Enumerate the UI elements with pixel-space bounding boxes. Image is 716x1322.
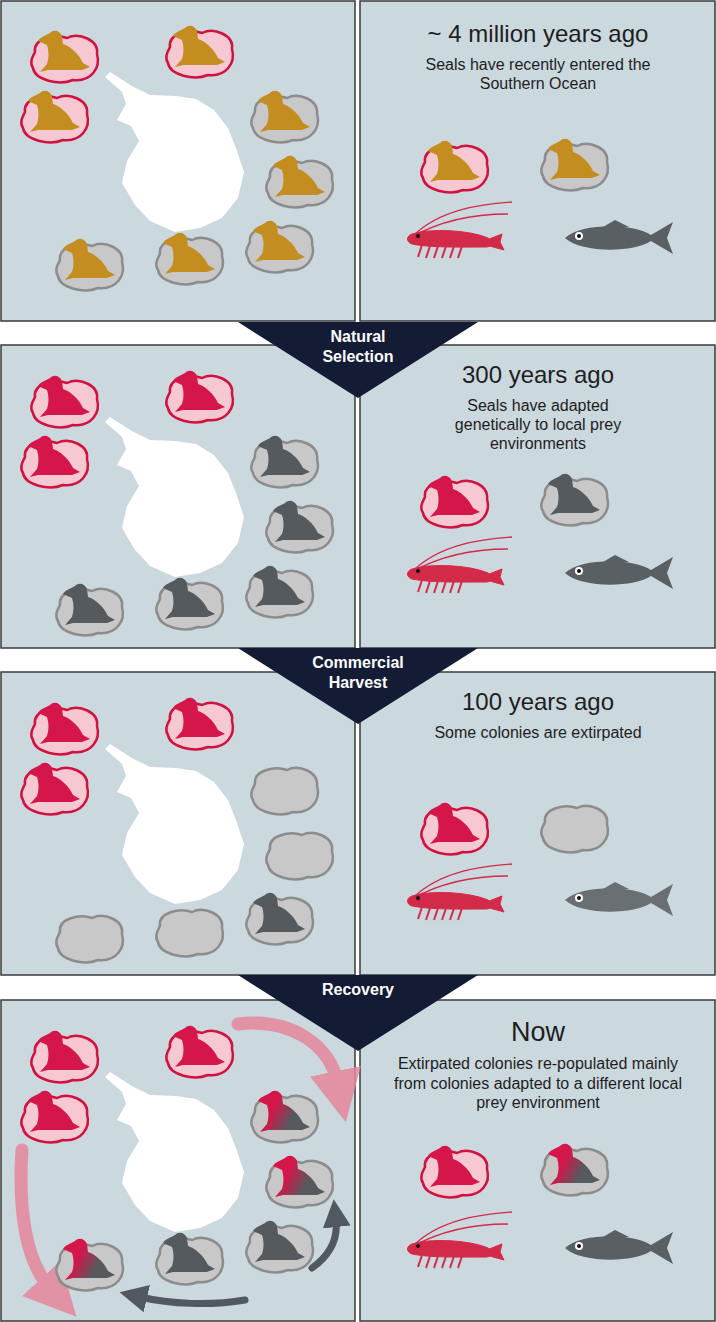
seal — [38, 376, 90, 417]
map-row4 — [21, 1023, 338, 1303]
seal — [428, 803, 480, 844]
map-row1 — [21, 26, 333, 290]
seal — [258, 436, 310, 477]
stage-label: Recovery — [293, 975, 423, 1000]
map-panel — [1, 672, 355, 975]
stage-panel: 100 years agoSome colonies are extirpate… — [360, 672, 716, 975]
seal — [173, 698, 225, 739]
seal — [173, 371, 225, 412]
seal — [173, 26, 225, 67]
fish — [565, 220, 673, 254]
seal — [28, 1091, 80, 1132]
seal — [163, 578, 215, 619]
seal — [253, 893, 305, 934]
seal — [428, 476, 480, 517]
mixed-seal — [273, 1156, 325, 1197]
prey-row1 — [408, 139, 674, 258]
krill — [408, 202, 513, 258]
antarctica — [105, 1072, 244, 1232]
seal — [63, 584, 115, 625]
chevron-shape — [238, 648, 478, 724]
antarctica — [105, 417, 244, 577]
seal — [38, 1031, 90, 1072]
seal — [428, 1146, 480, 1187]
seal — [38, 31, 90, 72]
stage-label: Commercial Harvest — [293, 648, 423, 693]
seal — [28, 91, 80, 132]
empty-island — [156, 910, 223, 956]
seal — [163, 1233, 215, 1274]
krill — [408, 864, 513, 920]
stage-panel: ~ 4 million years agoSeals have recently… — [360, 0, 716, 322]
fish — [565, 1230, 673, 1264]
prey-row2 — [408, 474, 674, 593]
fish — [565, 555, 673, 589]
seal — [173, 1026, 225, 1067]
map-panel — [1, 1, 355, 321]
stage-description: Some colonies are extirpated — [408, 723, 668, 742]
mixed-seal — [63, 1239, 115, 1280]
seal — [163, 233, 215, 274]
time-heading: 300 years ago — [360, 361, 716, 390]
stage-chevron: Commercial Harvest — [238, 648, 478, 724]
recolonisation-arrow — [140, 1297, 245, 1304]
antarctica — [105, 744, 244, 904]
seal — [253, 566, 305, 607]
text-panel — [360, 1, 715, 321]
stage-panel: NowExtirpated colonies re-populated main… — [360, 1000, 716, 1322]
stage-description: Seals have recently entered the Southern… — [423, 55, 653, 93]
seal — [258, 91, 310, 132]
empty-island — [56, 916, 123, 962]
seal — [253, 221, 305, 262]
text-panel — [360, 672, 715, 975]
map-panel — [1, 1000, 355, 1321]
recolonisation-arrow — [238, 1023, 338, 1084]
prey-row3 — [408, 803, 674, 920]
mixed-seal — [548, 1144, 600, 1185]
prey-row4 — [408, 1144, 674, 1268]
antarctica — [105, 72, 244, 232]
seal — [253, 1221, 305, 1262]
map-row3 — [21, 698, 333, 962]
seal — [38, 703, 90, 744]
recolonisation-arrow — [312, 1220, 336, 1268]
seal — [548, 474, 600, 515]
seal — [28, 436, 80, 477]
map-row2 — [21, 371, 333, 635]
krill — [408, 1212, 513, 1268]
stage-label: Natural Selection — [293, 322, 423, 367]
chevron-shape — [238, 975, 478, 1051]
stage-chevron: Recovery — [238, 975, 478, 1051]
fish — [565, 882, 673, 916]
time-heading: Now — [360, 1016, 716, 1048]
seal — [273, 501, 325, 542]
time-heading: 100 years ago — [360, 688, 716, 717]
mixed-seal — [258, 1091, 310, 1132]
stage-panel: 300 years agoSeals have adapted genetica… — [360, 345, 716, 648]
seal — [428, 141, 480, 182]
empty-island — [541, 806, 608, 852]
seal — [273, 156, 325, 197]
seal — [548, 139, 600, 180]
stage-chevron: Natural Selection — [238, 322, 478, 398]
seal — [28, 763, 80, 804]
stage-description: Extirpated colonies re-populated mainly … — [388, 1054, 688, 1112]
empty-island — [251, 768, 318, 814]
time-heading: ~ 4 million years ago — [360, 20, 716, 49]
seal — [63, 239, 115, 280]
stage-description: Seals have adapted genetically to local … — [431, 396, 646, 454]
recolonisation-arrow — [21, 1150, 50, 1288]
map-panel — [1, 345, 355, 648]
empty-island — [266, 833, 333, 879]
text-panel — [360, 345, 715, 648]
krill — [408, 537, 513, 593]
chevron-shape — [238, 322, 478, 398]
text-panel — [360, 1000, 715, 1321]
